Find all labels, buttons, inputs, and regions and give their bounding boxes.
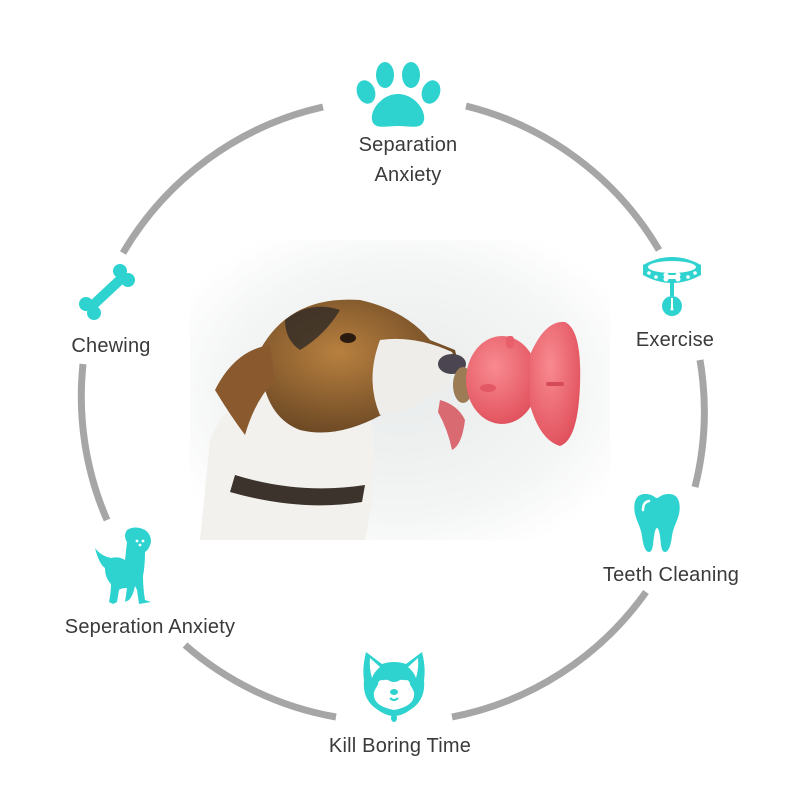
feature-label-kill-boring-time: Kill Boring Time [328, 735, 472, 757]
feature-label-exercise: Exercise [635, 329, 715, 351]
tooth-icon [634, 494, 680, 552]
bone-icon [79, 264, 135, 320]
feature-label-separation-anxiety-top-line2: Anxiety [374, 164, 442, 186]
paw-print-icon [356, 62, 441, 127]
feature-label-teeth-cleaning: Teeth Cleaning [602, 564, 740, 586]
shiba-dog-face-icon [363, 652, 425, 722]
arc-top-right [465, 102, 663, 252]
dog-licking-toy-photo [190, 240, 610, 540]
dog-collar-icon [643, 257, 701, 316]
puppy-silhouette-icon [95, 527, 151, 604]
feature-label-chewing: Chewing [71, 335, 151, 357]
arc-left [77, 363, 111, 522]
arc-top-left [119, 103, 324, 255]
arc-bottom-right [451, 589, 649, 721]
feature-label-separation-anxiety-top: Separation [358, 134, 458, 156]
feature-label-seperation-anxiety-left: Seperation Anxiety [64, 616, 236, 638]
arc-right [691, 359, 708, 488]
arc-bottom-left [182, 642, 337, 721]
